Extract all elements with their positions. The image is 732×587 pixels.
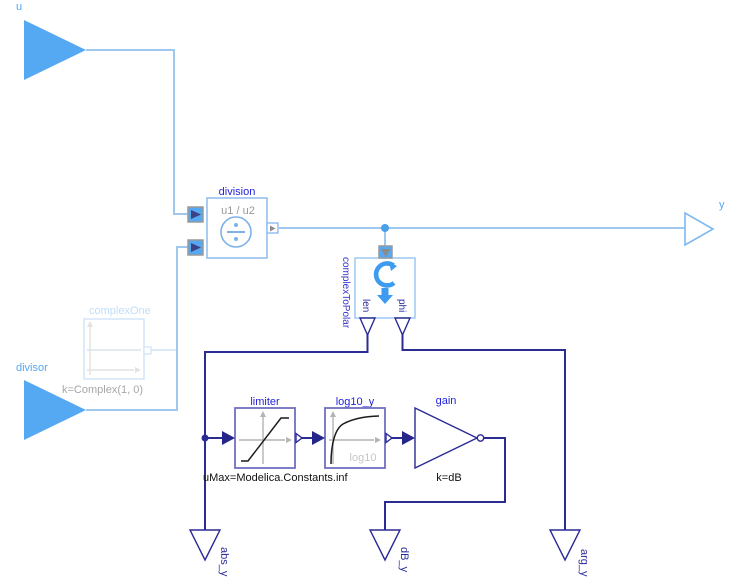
log10y-axis-up-icon xyxy=(330,411,336,417)
complextopolar-port-phi-label: phi xyxy=(396,299,407,312)
log10y-input-port[interactable] xyxy=(312,431,325,445)
complextopolar-down-arrow-icon xyxy=(377,288,393,304)
output-absy-connector[interactable] xyxy=(188,529,222,562)
block-division[interactable]: division u1 / u2 xyxy=(187,186,279,259)
input-u-connector[interactable] xyxy=(24,20,86,80)
output-y-label: y xyxy=(719,199,725,211)
log10y-axis-right-icon xyxy=(375,437,381,443)
division-label: division xyxy=(219,186,256,198)
complextopolar-c-arrowhead-icon xyxy=(389,262,397,271)
complextopolar-c-icon xyxy=(373,261,396,288)
complextopolar-input-port[interactable] xyxy=(378,245,393,259)
wire-gain-to-dby[interactable] xyxy=(384,437,506,530)
limiter-axis-up-icon xyxy=(260,411,266,417)
limiter-output-port[interactable] xyxy=(295,432,304,444)
division-input-port-u1[interactable] xyxy=(187,206,204,223)
limiter-label: limiter xyxy=(250,396,280,408)
gain-label: gain xyxy=(436,395,457,407)
gain-input-port[interactable] xyxy=(402,431,415,445)
block-gain[interactable]: gain k=dB xyxy=(402,395,485,484)
complexone-label: complexOne xyxy=(89,305,151,317)
division-symbol-circle xyxy=(220,216,252,248)
division-box[interactable] xyxy=(206,197,268,259)
output-argy-label: arg_y xyxy=(578,549,590,577)
log10y-log-curve xyxy=(330,415,380,465)
output-dby-connector[interactable] xyxy=(368,529,402,562)
input-divisor-connector[interactable] xyxy=(24,380,86,440)
limiter-saturation-curve xyxy=(241,417,289,462)
input-u-label: u xyxy=(16,1,22,13)
limiter-axis-right-icon xyxy=(286,437,292,443)
complexone-param: k=Complex(1, 0) xyxy=(62,384,143,396)
complextopolar-port-len-label: len xyxy=(360,299,371,312)
complexone-box[interactable] xyxy=(83,318,145,380)
wire-divisor-to-division[interactable] xyxy=(86,246,188,411)
division-output-port[interactable] xyxy=(266,222,279,234)
log10y-inner-text: log10 xyxy=(350,452,377,464)
block-complextopolar[interactable]: complexToPolar len phi xyxy=(340,245,416,337)
complextopolar-output-len-port[interactable] xyxy=(358,317,377,337)
output-y-connector[interactable] xyxy=(684,211,715,247)
complextopolar-output-phi-port[interactable] xyxy=(393,317,412,337)
complexone-output-port[interactable] xyxy=(143,346,152,355)
log10y-label: log10_y xyxy=(336,396,375,408)
output-absy-label: abs_y xyxy=(218,547,230,577)
log10y-output-port[interactable] xyxy=(385,432,394,444)
input-divisor-label: divisor xyxy=(16,362,48,374)
division-symbol-dot-bottom xyxy=(234,237,238,241)
division-formula: u1 / u2 xyxy=(221,205,255,217)
division-input-port-u2[interactable] xyxy=(187,239,204,256)
limiter-input-port[interactable] xyxy=(222,431,235,445)
limiter-param: uMax=Modelica.Constants.inf xyxy=(203,472,349,484)
complextopolar-label: complexToPolar xyxy=(340,257,351,329)
junction-dot-light[interactable] xyxy=(381,224,389,232)
gain-triangle[interactable] xyxy=(414,406,479,470)
wire-u-to-division[interactable] xyxy=(86,49,188,215)
gain-param: k=dB xyxy=(436,472,461,484)
output-dby-label: dB_y xyxy=(398,547,410,573)
output-argy-connector[interactable] xyxy=(548,529,582,562)
junction-dot-navy[interactable] xyxy=(201,434,209,442)
division-symbol-dot-top xyxy=(234,223,238,227)
block-complexone-ghost[interactable]: complexOne k=Complex(1, 0) xyxy=(62,305,177,396)
wire-phi-to-argy[interactable] xyxy=(401,333,566,530)
gain-output-port[interactable] xyxy=(476,434,485,442)
block-log10y[interactable]: log10_y log10 xyxy=(312,396,394,469)
block-limiter[interactable]: limiter xyxy=(222,396,304,469)
